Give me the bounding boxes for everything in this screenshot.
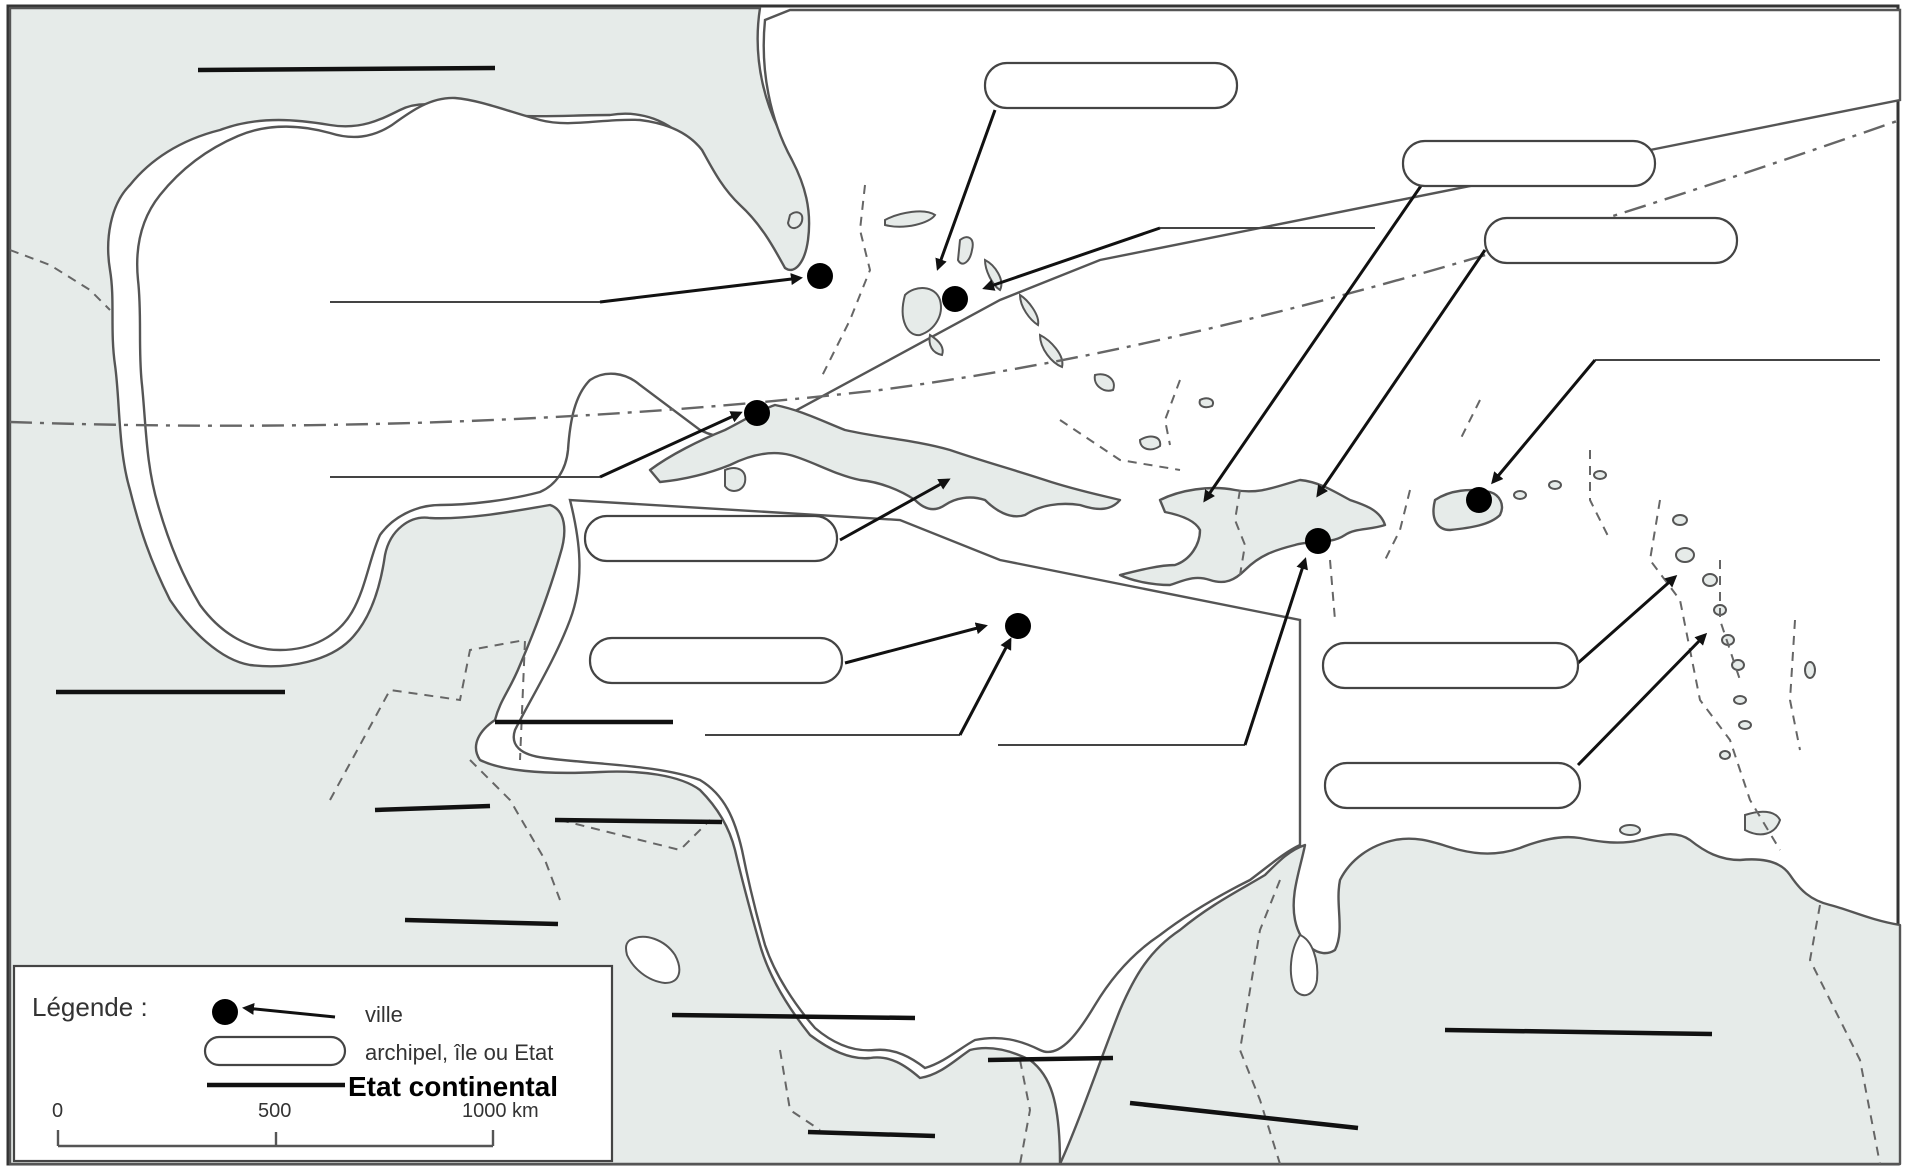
border-honduras-nicaragua <box>559 819 711 852</box>
bahamas-north <box>928 333 944 357</box>
border-mexico-usa <box>9 249 111 311</box>
city-dots <box>744 263 1492 639</box>
label-pills <box>583 61 1739 810</box>
bahamas-long <box>1038 333 1064 369</box>
border-costa-rica <box>779 1049 821 1131</box>
bahamas-mayaguana <box>1198 397 1214 409</box>
lake-nicaragua <box>625 935 681 985</box>
maritime-line-7 <box>1719 560 1741 681</box>
bahamas-cat <box>1018 293 1040 327</box>
maritime-line-4 <box>1384 489 1411 561</box>
maritime-line-3 <box>1163 379 1181 446</box>
scale-tick-0: 0 <box>52 1100 63 1122</box>
south-america-landmass <box>1058 833 1902 1166</box>
scale-tick-500: 500 <box>258 1100 291 1122</box>
maritime-line-6 <box>1648 499 1781 851</box>
lesser-antilles <box>1513 470 1816 836</box>
legend-arrow-icon <box>242 1002 336 1019</box>
border-mexico-guatemala <box>329 638 527 801</box>
bahamas-grand <box>884 210 937 228</box>
bahamas-abaco <box>956 236 974 265</box>
legend-pill-icon <box>203 1035 347 1067</box>
border-colombia-venezuela <box>1238 879 1281 1165</box>
bahamas-inagua <box>1093 373 1115 392</box>
maritime-line-2 <box>1059 419 1181 471</box>
legend-archipelago-label: archipel, île ou Etat <box>365 1040 553 1065</box>
maritime-line-1 <box>819 184 872 381</box>
thin-answer-lines <box>330 227 1880 746</box>
thick-answer-lines <box>56 65 1713 1139</box>
scale-bar: 0 500 1000 km <box>52 1100 539 1148</box>
maritime-line-8 <box>1788 619 1801 751</box>
hispaniola <box>1118 478 1387 587</box>
border-hispaniola <box>1233 489 1247 576</box>
border-venezuela-guyana <box>1808 904 1881 1165</box>
lake-maracaibo <box>1289 933 1319 997</box>
maritime-line-5 <box>1589 450 1611 541</box>
border-panama-colombia <box>1019 1059 1032 1165</box>
turks-caicos <box>1138 435 1162 451</box>
legend-city-label: ville <box>365 1002 403 1027</box>
cuba <box>648 403 1122 518</box>
bahamas-andros <box>901 287 942 337</box>
isle-of-youth <box>724 467 747 492</box>
scale-tick-1000: 1000 km <box>462 1100 539 1122</box>
legend-title: Légende : <box>32 992 148 1022</box>
legend-continental-label: Etat continental <box>348 1071 558 1102</box>
maritime-line-9 <box>1329 559 1336 621</box>
legend-city-icon <box>212 999 238 1025</box>
arrows <box>599 109 1708 767</box>
border-guatemala-honduras <box>469 759 561 901</box>
florida-keys <box>786 211 804 229</box>
maritime-line-10 <box>1459 399 1481 441</box>
